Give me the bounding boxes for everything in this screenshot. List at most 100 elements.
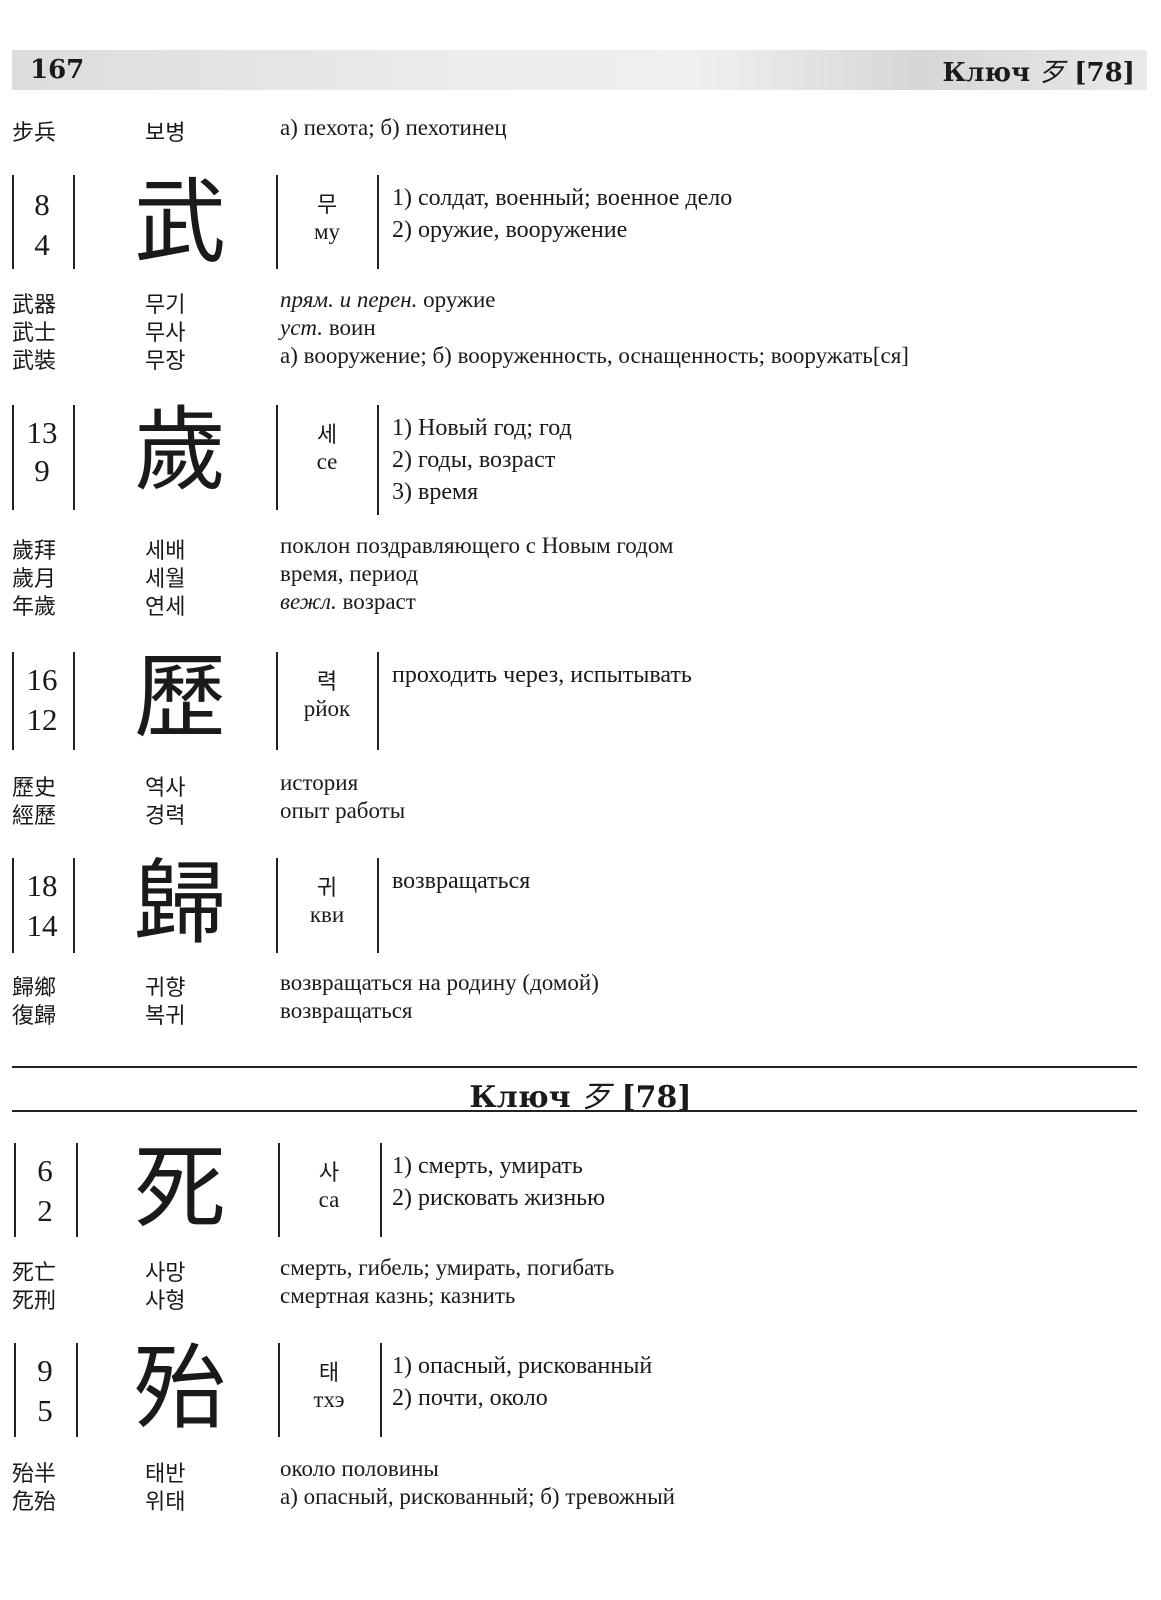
character-entry: 16 12 歷 력 рйок проходить через, испытыва…: [0, 652, 1161, 752]
compound-hangul: 무기: [145, 293, 186, 318]
extra-strokes: 2: [37, 1193, 53, 1228]
reading-cyrillic: кви: [309, 902, 345, 927]
page-number: 167: [30, 55, 85, 85]
compound-hangul: 세월: [145, 567, 186, 592]
compound-gloss: а) вооружение; б) вооруженность, оснащен…: [280, 343, 909, 368]
compound-gloss: около половины: [280, 1456, 439, 1481]
compound-gloss: а) опасный, рискованный; б) тревожный: [280, 1484, 675, 1509]
sense: возвращаться: [392, 868, 531, 894]
character-entry: 8 4 武 무 му 1) солдат, военный; военное д…: [0, 175, 1161, 270]
total-strokes: 6: [37, 1153, 53, 1188]
sense: 2) рисковать жизнью: [392, 1185, 606, 1211]
compound-gloss: опыт работы: [280, 798, 406, 823]
sense: 2) годы, возраст: [392, 447, 556, 473]
divider: [276, 175, 278, 269]
compound-hanja: 武器: [12, 293, 57, 318]
compound-hanja: 死刑: [12, 1289, 57, 1314]
compound-hangul: 역사: [145, 776, 186, 801]
compound-hangul: 사망: [145, 1261, 186, 1286]
total-strokes: 8: [34, 187, 50, 222]
divider: [12, 175, 14, 269]
divider: [12, 652, 14, 750]
divider: [276, 405, 278, 510]
divider: [73, 175, 75, 269]
divider: [377, 858, 379, 953]
headword-character: 武: [133, 169, 226, 276]
character-entry: 6 2 死 사 са 1) смерть, умирать 2) рискова…: [0, 1143, 1161, 1241]
divider: [73, 858, 75, 953]
headword-character: 死: [133, 1135, 226, 1242]
compound-gloss: история: [280, 770, 359, 795]
compound-hangul: 무장: [145, 349, 186, 374]
compound-hanja: 死亡: [12, 1261, 57, 1286]
reading-hangul: 귀: [316, 876, 338, 901]
headword-character: 殆: [133, 1335, 226, 1442]
sense: 1) смерть, умирать: [392, 1153, 583, 1179]
divider: [12, 405, 14, 510]
running-title-number: [78]: [1074, 58, 1135, 88]
divider: [377, 405, 379, 515]
total-strokes: 9: [37, 1353, 53, 1388]
reading-cyrillic: са: [318, 1187, 340, 1212]
reading-cyrillic: се: [316, 449, 338, 474]
compound-hangul: 태반: [145, 1462, 186, 1487]
running-title-radical: 歹: [1039, 58, 1066, 88]
compound-hangul: 귀향: [145, 976, 186, 1001]
compound-hanja: 歸鄉: [12, 976, 57, 1001]
extra-strokes: 12: [26, 702, 58, 737]
sense: 1) солдат, военный; военное дело: [392, 185, 733, 211]
sense: 1) Новый год; год: [392, 415, 572, 441]
compound-gloss: прям. и перен. оружие: [280, 287, 495, 313]
character-entry: 13 9 歲 세 се 1) Новый год; год 2) годы, в…: [0, 405, 1161, 517]
section-heading-prefix: Ключ: [469, 1080, 571, 1115]
section-heading: Ключ 歹 [78]: [0, 1072, 1161, 1116]
compound-gloss: поклон поздравляющего с Новым годом: [280, 533, 674, 558]
page-header: [12, 50, 1147, 90]
character-entry: 9 5 殆 태 тхэ 1) опасный, рискованный 2) п…: [0, 1343, 1161, 1441]
reading-cyrillic: рйок: [303, 696, 351, 721]
headword-character: 歸: [133, 850, 226, 957]
divider: [276, 858, 278, 953]
divider: [377, 175, 379, 269]
divider: [278, 1143, 280, 1237]
reading-hangul: 력: [316, 670, 338, 695]
compound-hanja: 年歲: [12, 595, 57, 620]
reading-hangul: 사: [318, 1161, 340, 1186]
compound-hanja: 殆半: [12, 1462, 57, 1487]
compound-hanja: 歲拜: [12, 539, 57, 564]
extra-strokes: 14: [26, 908, 58, 943]
section-heading-radical: 歹: [581, 1080, 612, 1115]
compound-hangul: 연세: [145, 595, 186, 620]
compound-hanja: 步兵: [12, 121, 57, 146]
divider: [380, 1343, 382, 1437]
gloss-text: оружие: [417, 287, 496, 312]
total-strokes: 13: [26, 415, 58, 450]
section-rule-top: [12, 1066, 1137, 1068]
compound-gloss: время, период: [280, 561, 419, 586]
reading-cyrillic: тхэ: [313, 1387, 345, 1412]
usage-label: вежл.: [280, 589, 337, 614]
reading-hangul: 세: [316, 423, 338, 448]
total-strokes: 18: [26, 868, 58, 903]
compound-gloss: вежл. возраст: [280, 589, 416, 615]
compound-gloss: смерть, гибель; умирать, погибать: [280, 1255, 615, 1280]
sense: проходить через, испытывать: [392, 662, 692, 688]
extra-strokes: 4: [34, 227, 50, 262]
usage-label: уст.: [280, 315, 324, 340]
compound-hanja: 經歷: [12, 804, 57, 829]
compound-gloss: возвращаться на родину (домой): [280, 970, 599, 995]
character-entry: 18 14 歸 귀 кви возвращаться: [0, 858, 1161, 958]
extra-strokes: 9: [34, 453, 50, 488]
running-title-prefix: Ключ: [942, 58, 1031, 88]
divider: [14, 1143, 16, 1237]
gloss-text: воин: [323, 315, 376, 340]
compound-hangul: 사형: [145, 1289, 186, 1314]
divider: [12, 858, 14, 953]
compound-hangul: 경력: [145, 804, 186, 829]
compound-gloss: уст. воин: [280, 315, 376, 341]
compound-hanja: 武士: [12, 321, 57, 346]
sense: 1) опасный, рискованный: [392, 1353, 653, 1379]
compound-gloss: а) пехота; б) пехотинец: [280, 115, 507, 140]
section-heading-number: [78]: [621, 1080, 692, 1115]
extra-strokes: 5: [37, 1393, 53, 1428]
